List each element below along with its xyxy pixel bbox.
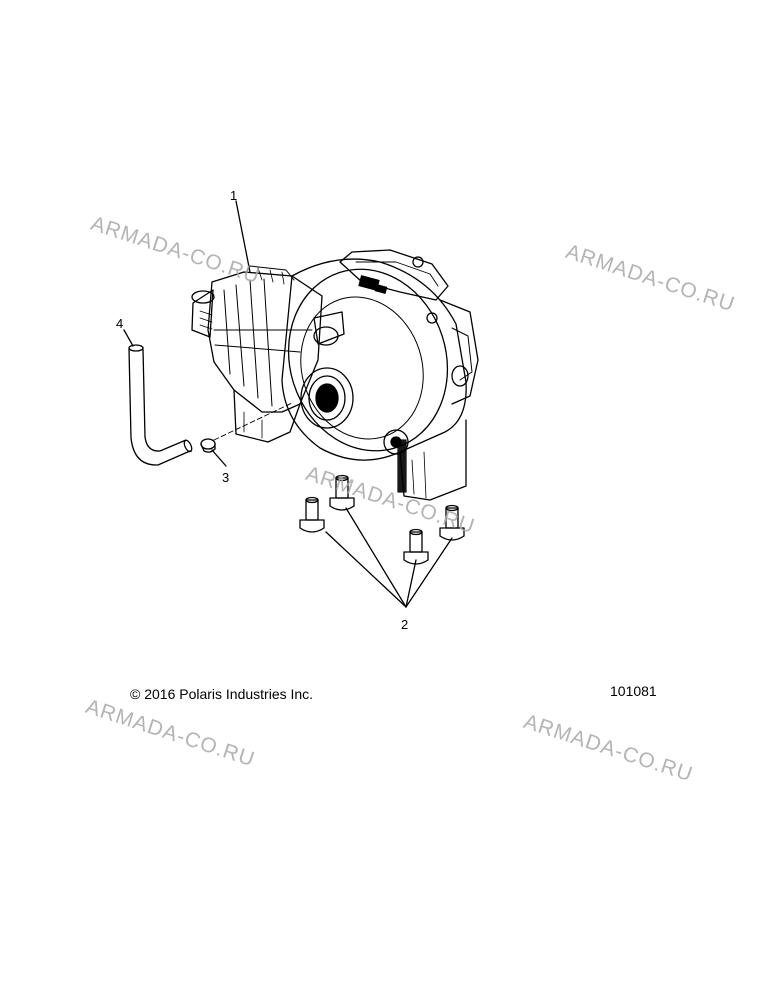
leader-line-4 — [123, 329, 134, 347]
vent-hose — [128, 344, 193, 466]
leader-line-2c — [405, 559, 417, 608]
leader-line-2a — [325, 531, 407, 608]
gearcase-housing — [191, 249, 479, 501]
vent-fitting — [200, 438, 216, 453]
callout-3: 3 — [222, 470, 230, 485]
leader-line-2d — [405, 537, 453, 608]
callout-4: 4 — [116, 316, 124, 331]
callout-1: 1 — [230, 188, 238, 203]
copyright-text: © 2016 Polaris Industries Inc. — [130, 686, 314, 702]
leader-line-3 — [211, 449, 227, 467]
flange-bolt-4 — [439, 504, 465, 541]
callout-2: 2 — [401, 617, 409, 632]
vent-dashed-line — [213, 402, 293, 441]
flange-bolt-2 — [329, 474, 355, 511]
leader-line-2b — [345, 507, 407, 608]
flange-bolt-3 — [403, 528, 429, 565]
flange-bolt-1 — [299, 496, 325, 533]
figure-number: 101081 — [610, 683, 657, 699]
leader-line-1 — [235, 200, 251, 273]
